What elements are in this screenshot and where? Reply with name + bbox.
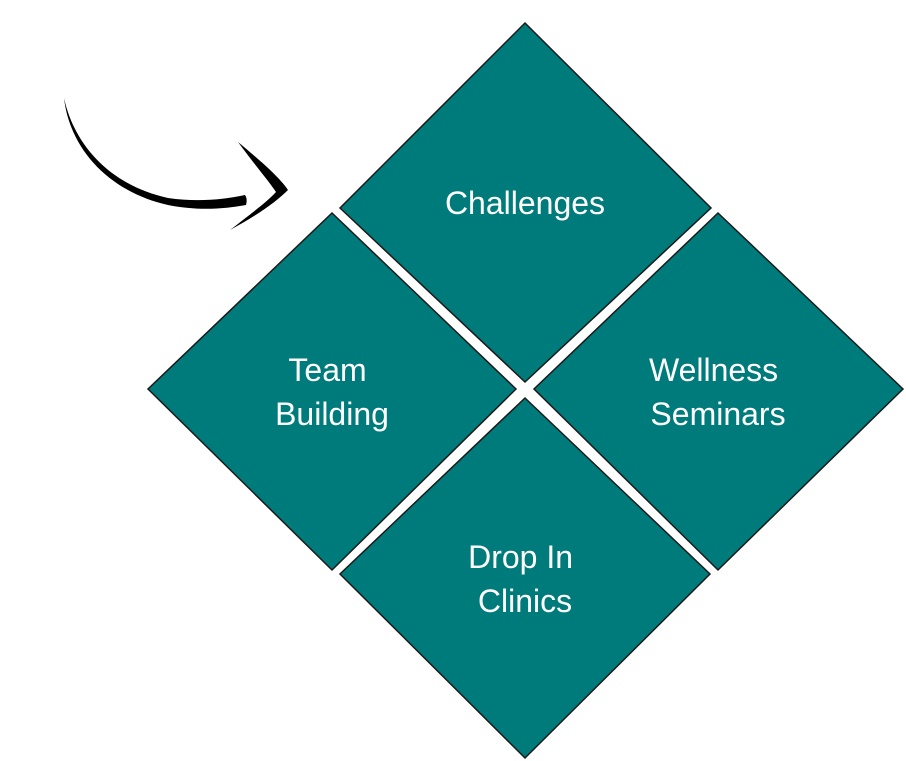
tile-drop-in-clinics-label-line-1: Drop In: [468, 539, 573, 575]
tile-challenges-label: Challenges: [445, 185, 605, 221]
tile-challenges: Challenges: [338, 21, 713, 384]
tile-team-building-label-line-2: Building: [275, 396, 389, 432]
tile-wellness-seminars: Wellness Seminars: [532, 211, 905, 572]
tile-drop-in-clinics-label-line-2: Clinics: [478, 583, 572, 619]
curved-arrow-icon: [64, 98, 288, 230]
tile-challenges-label-line-1: Challenges: [445, 185, 605, 221]
tile-wellness-seminars-label: Wellness Seminars: [649, 352, 787, 432]
tile-team-building-label: Team Building: [275, 352, 389, 432]
tile-wellness-seminars-shape: [532, 211, 905, 572]
tile-team-building: Team Building: [146, 211, 518, 572]
tile-wellness-seminars-label-line-2: Seminars: [650, 396, 785, 432]
tile-drop-in-clinics: Drop In Clinics: [338, 396, 712, 760]
tile-drop-in-clinics-shape: [338, 396, 712, 760]
tile-drop-in-clinics-label: Drop In Clinics: [468, 539, 582, 619]
tile-wellness-seminars-label-line-1: Wellness: [649, 352, 778, 388]
tile-team-building-label-line-1: Team: [288, 352, 366, 388]
tile-challenges-shape: [338, 21, 713, 384]
tile-team-building-shape: [146, 211, 518, 572]
